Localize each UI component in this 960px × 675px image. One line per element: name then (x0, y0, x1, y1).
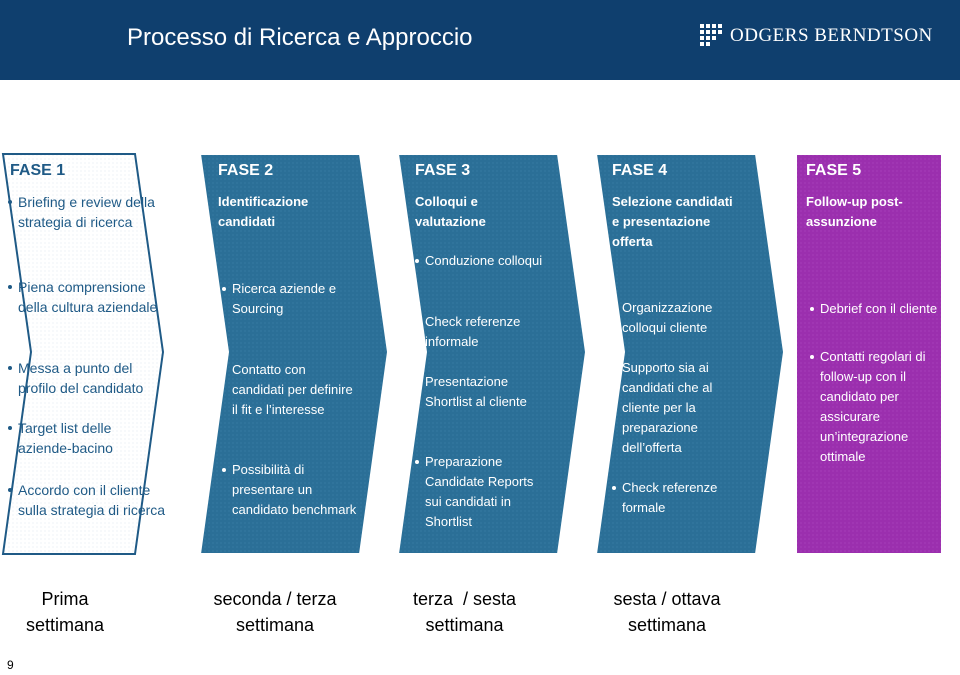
phase-4-bullet: Organizzazione colloqui cliente (612, 298, 752, 338)
phase-1-bullet: Target list delle aziende-bacino (8, 418, 168, 458)
page-title: Processo di Ricerca e Approccio (127, 24, 473, 51)
phase-4-subtitle: Selezione candidati e presentazione offe… (612, 194, 733, 249)
timing-line: Prima (41, 589, 89, 609)
phase-3-subtitle: Colloqui e valutazione (415, 194, 486, 229)
phase-5-subtitle: Follow-up post-assunzione (806, 194, 903, 229)
phase-2-subtitle: Identificazione candidati (218, 194, 309, 229)
phase-5-bullet: Debrief con il cliente (810, 299, 945, 319)
phase-3-bullet: Presentazione Shortlist al cliente (415, 372, 550, 412)
timing-line: sesta / ottava (613, 589, 721, 609)
timing-line: settimana (25, 615, 105, 635)
phase-4-bullet: Check referenze formale (612, 478, 752, 518)
timing-line: settimana (627, 615, 707, 635)
phase-1-bullet: Accordo con il cliente sulla strategia d… (8, 480, 168, 520)
timing-line: settimana (425, 615, 504, 635)
phase-1-title: FASE 1 (10, 162, 66, 179)
phase-5-bullet: Contatti regolari di follow-up con il ca… (810, 347, 945, 467)
phase-1-bullet: Briefing e review della strategia di ric… (8, 192, 168, 232)
header-bar: Processo di Ricerca e Approccio ODGERS B… (0, 0, 960, 80)
timing-line: seconda / terza (213, 589, 337, 609)
phase-2-bullet: Ricerca aziende e Sourcing (222, 279, 357, 319)
phase-2-title: FASE 2 (218, 162, 274, 179)
timing-label: terza / sesta settimana (392, 586, 537, 638)
phase-1-bullet: Piena comprensione della cultura azienda… (8, 277, 168, 317)
phase-3-title: FASE 3 (415, 162, 471, 179)
phase-3-bullet: Preparazione Candidate Reports sui candi… (415, 452, 550, 532)
logo-text: ODGERS BERNDTSON (730, 25, 933, 46)
phase-4-bullet: Supporto sia ai candidati che al cliente… (612, 358, 752, 458)
phase-3-chevron (396, 153, 588, 555)
phase-5-title: FASE 5 (806, 162, 862, 179)
timing-label: Prima settimana (0, 586, 130, 638)
phase-2-chevron (198, 153, 390, 555)
phase-2-bullet: Contatto con candidati per definire il f… (222, 360, 357, 420)
phase-5-box (795, 153, 943, 555)
logo-grid-icon (700, 24, 722, 46)
phase-1-chevron (1, 153, 165, 555)
phase-4-title: FASE 4 (612, 162, 668, 179)
phase-4-chevron (594, 153, 786, 555)
timing-line: terza / sesta (412, 589, 517, 609)
page-number: 9 (7, 658, 14, 672)
timing-label: seconda / terza settimana (195, 586, 355, 638)
phase-2-bullet: Possibilità di presentare un candidato b… (222, 460, 357, 520)
timing-line: settimana (235, 615, 315, 635)
phase-chevrons (1, 153, 943, 555)
timing-label: sesta / ottava settimana (592, 586, 742, 638)
phase-3-bullet: Check referenze informale (415, 312, 550, 352)
phase-3-bullet: Conduzione colloqui (415, 251, 550, 271)
phase-1-bullet: Messa a punto del profilo del candidato (8, 358, 168, 398)
